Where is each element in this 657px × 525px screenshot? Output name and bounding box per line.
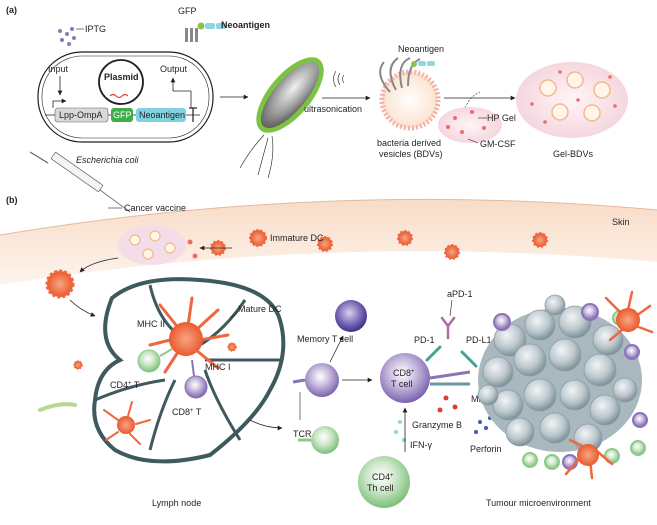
cd4-th-cell (358, 456, 410, 508)
output-label: Output (160, 64, 188, 74)
gene-neo-label: Neoantigen (139, 110, 185, 120)
lymph-node-outline (92, 277, 286, 464)
tumour-immune-cells (493, 290, 654, 480)
skin-label: Skin (612, 217, 630, 227)
ultrasonication-label: ultrasonication (304, 104, 362, 114)
syringe-icon (29, 151, 131, 213)
apd1-label: aPD-1 (447, 289, 473, 299)
memory-t-cell (335, 300, 367, 332)
input-label: Input (48, 64, 69, 74)
hp-gel-blob (438, 107, 502, 143)
ifn-gamma-molecules (394, 420, 406, 442)
pd1-label: PD-1 (414, 335, 435, 345)
gene-gfp (111, 108, 133, 122)
mature-dc-label: Mature DC (238, 304, 282, 314)
pdl1-ligand (460, 350, 478, 368)
mature-dc (148, 296, 230, 374)
pdl1-label: PD-L1 (466, 335, 492, 345)
granzyme-label: Granzyme B (412, 420, 462, 430)
bdv-label-line1: bacteria derived (377, 138, 441, 148)
panel-b-tag: (b) (6, 195, 18, 205)
cd4-t-cell-ln (137, 349, 161, 373)
gene-neoantigen (136, 108, 186, 122)
gene-lpp-label: Lpp-OmpA (59, 110, 103, 120)
gfp-top-label: GFP (178, 6, 197, 16)
panel-a-tag: (a) (6, 5, 17, 15)
cd8-cell-label-line1: CD8+ (393, 368, 415, 378)
neoantigen-vesicle-label: Neoantigen (398, 44, 444, 54)
cd4-cell-label-line2: Th cell (367, 483, 394, 493)
naive-cd8-t-cell (305, 363, 339, 397)
iptg-molecules (58, 27, 76, 46)
cd8-t-cell-ln (184, 375, 208, 399)
neoantigen-top-label: Neoantigen (221, 20, 270, 30)
gm-csf-label: GM-CSF (480, 139, 516, 149)
gene-gfp-label: GFP (113, 110, 132, 120)
apd1-antibody (440, 316, 456, 340)
lymph-node-label: Lymph node (152, 498, 201, 508)
gel-bdvs-vesicles (539, 71, 611, 122)
ifn-label: IFN-γ (410, 440, 432, 450)
tcr-label: TCR (293, 429, 312, 439)
cd8-effector-t-cell (380, 353, 430, 403)
perforin-molecules (474, 416, 492, 434)
gel-bdvs-label: Gel-BDVs (553, 149, 594, 159)
hp-gel-label: HP Gel (487, 113, 516, 123)
plasmid-circle (98, 59, 144, 105)
mhc-ii-label: MHC II (137, 319, 165, 329)
tumour-mass (477, 294, 642, 453)
cd4-t-ln-label: CD4+ T (110, 380, 140, 390)
memory-t-label: Memory T cell (297, 334, 353, 344)
iptg-label: IPTG (85, 24, 106, 34)
ecoli-label: Escherichia coli (76, 155, 140, 165)
perforin-label: Perforin (470, 444, 502, 454)
migrating-dc (45, 269, 75, 299)
naive-cd4-t-cell (311, 426, 339, 454)
dc-in-lymph-node (103, 401, 151, 445)
granzyme-b-molecules (437, 395, 458, 413)
mhc-i-tcr-synapse (429, 370, 471, 386)
bdv-label-line2: vesicles (BDVs) (379, 149, 443, 159)
plasmid-label: Plasmid (104, 72, 139, 82)
cd4-cell-label-line1: CD4+ (372, 472, 394, 482)
tumour-label: Tumour microenvironment (486, 498, 591, 508)
cancer-vaccine-label: Cancer vaccine (124, 203, 186, 213)
cd8-t-ln-label: CD8+ T (172, 407, 202, 417)
gfp-neoantigen-fusion-icon (185, 22, 226, 42)
cd8-cell-label-line2: T cell (391, 379, 412, 389)
ecoli-bacterium (239, 57, 324, 179)
pd1-receptor (425, 345, 442, 362)
skin-gel-depot (118, 225, 186, 265)
bdv-vesicle (379, 57, 441, 131)
gene-lpp-ompa (54, 107, 109, 123)
immature-dc-label: Immature DC (270, 233, 324, 243)
mhc-i-ln-label: MHC I (205, 362, 231, 372)
